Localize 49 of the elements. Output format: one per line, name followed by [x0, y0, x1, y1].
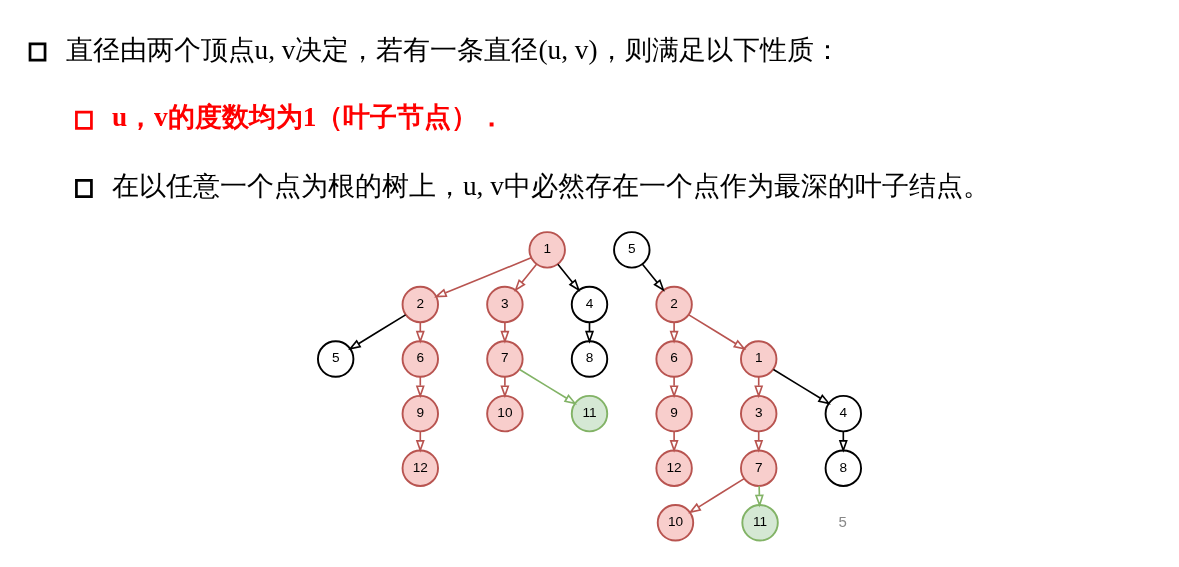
- arrow: [754, 430, 764, 453]
- node-circle: 3: [740, 394, 778, 432]
- node-circle: 1: [740, 339, 778, 378]
- arrow: [688, 477, 746, 513]
- node-circle: 9: [401, 394, 439, 432]
- node-circle: 1: [528, 230, 566, 269]
- node-circle: 2: [401, 285, 439, 323]
- node-circle: 12: [401, 449, 439, 487]
- arrow: [688, 313, 747, 350]
- arrow: [415, 320, 425, 344]
- node-circle: 8: [824, 449, 862, 487]
- arrow: [669, 430, 679, 453]
- node-circle: 7: [740, 449, 778, 487]
- node-circle: 9: [655, 394, 693, 432]
- arrow: [500, 375, 510, 398]
- arrow: [669, 320, 679, 344]
- arrow: [433, 256, 532, 298]
- arrow: [838, 430, 848, 453]
- label: 直径由两个顶点u, v决定，若有一条直径(u, v)，则满足以下性质：: [65, 34, 841, 65]
- arrow: [348, 313, 407, 350]
- node-circle: 11: [741, 503, 779, 541]
- label: u，v的度数均为1（叶子节点）．: [111, 101, 506, 132]
- node-circle: 4: [570, 285, 609, 323]
- arrow: [518, 368, 578, 405]
- node-circle: 7: [486, 339, 524, 378]
- node-circle: 10: [656, 503, 695, 541]
- arrow: [772, 368, 831, 405]
- arrow: [669, 375, 679, 398]
- arrow: [514, 263, 538, 292]
- node-circle: 4: [824, 394, 862, 432]
- arrow: [754, 484, 764, 507]
- label: 5: [838, 512, 847, 530]
- label: 在以任意一个点为根的树上，u, v中必然存在一个点作为最深的叶子结点。: [111, 170, 990, 201]
- arrow: [500, 320, 510, 344]
- node-circle: 11: [570, 394, 609, 432]
- arrow: [641, 263, 665, 292]
- node-circle: 12: [655, 449, 693, 487]
- arrow: [754, 375, 764, 398]
- node-circle: 6: [401, 339, 439, 378]
- node-circle: 5: [613, 230, 651, 269]
- node-circle: 3: [486, 285, 524, 323]
- arrow: [415, 430, 425, 453]
- node-circle: 5: [317, 339, 355, 378]
- arrow: [415, 375, 425, 398]
- node-circle: 8: [570, 339, 609, 378]
- node-circle: 2: [655, 285, 693, 323]
- node-circle: 6: [655, 339, 693, 378]
- node-circle: 10: [486, 394, 524, 432]
- arrow: [557, 263, 581, 292]
